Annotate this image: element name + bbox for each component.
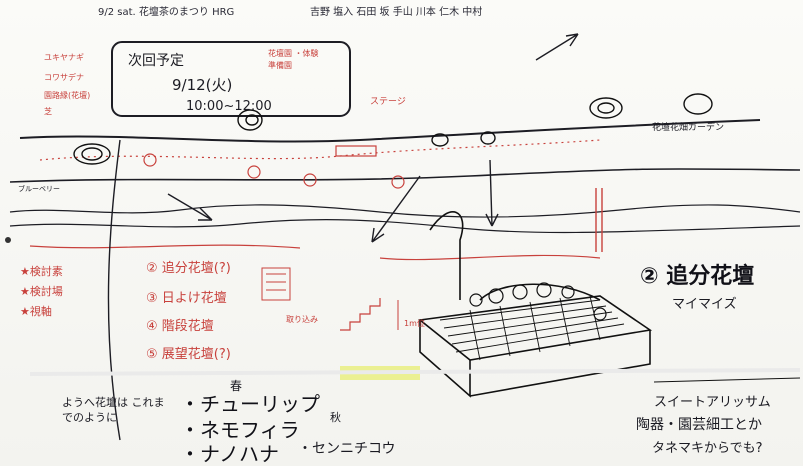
red-water-line xyxy=(29,244,301,249)
schedule-box xyxy=(111,41,351,117)
flower-item-2: ・ネモフィラ xyxy=(180,418,300,442)
plan-item-3: ③ 日よけ花壇 xyxy=(146,291,227,306)
left-margin-label: ブルーベリー xyxy=(18,185,60,193)
season-autumn: 秋 xyxy=(330,411,341,424)
margin-dot xyxy=(5,237,11,243)
water-line-2 xyxy=(9,219,801,234)
bench-shape xyxy=(335,145,377,157)
plant-scribbles xyxy=(73,93,713,165)
stairs-note: 取り込み xyxy=(286,315,318,324)
path-upper-line xyxy=(19,119,761,143)
red-water-line-2 xyxy=(379,254,601,261)
star-icon: ★ xyxy=(20,265,30,278)
bottom-right-line-3: タネマキからでも? xyxy=(652,441,763,456)
tree-sketch xyxy=(261,267,291,301)
bottom-right-line-2: 陶器・園芸細工とか xyxy=(636,417,762,433)
header-members: 吉野 塩入 石田 坂 手山 川本 仁木 中村 xyxy=(310,7,483,18)
height-note: 1m位 xyxy=(404,319,425,328)
schedule-title: 次回予定 xyxy=(128,53,184,69)
schedule-date: 9/12(火) xyxy=(172,76,233,94)
plan-item-5: ⑤ 展望花壇(?) xyxy=(146,347,231,362)
big-title-line-2: マイマイズ xyxy=(672,297,737,312)
red-circles xyxy=(143,153,405,189)
water-line-1 xyxy=(9,204,801,218)
right-area-label: 花壇花畑ガーデン xyxy=(652,123,725,133)
garden-note-2: 準備園 xyxy=(268,61,292,70)
header-date-line: 9/2 sat. 花壇茶のまつり HRG xyxy=(98,7,235,18)
red-pole xyxy=(595,188,603,252)
left-note-3: 園路縁(花壇) xyxy=(44,91,91,100)
planter-flowers xyxy=(469,282,607,321)
schedule-time: 10:00~12:00 xyxy=(186,99,272,114)
board-edge xyxy=(29,368,801,376)
season-spring: 春 xyxy=(230,379,243,393)
planter-hatching xyxy=(439,295,625,361)
stairs-sketch xyxy=(340,298,381,331)
red-dotted-path xyxy=(39,139,601,161)
star-icon: ★ xyxy=(20,285,30,298)
bottom-intro: ようへ花壇は これまでのように xyxy=(62,396,165,424)
left-note-1: ユキヤナギ xyxy=(44,53,84,62)
sketch-arrows xyxy=(107,33,579,441)
stage-label: ステージ xyxy=(370,97,406,107)
bottom-right-line-1: スイートアリッサム xyxy=(654,395,771,410)
flower-item-4: ・センニチコウ xyxy=(298,441,396,457)
path-lower-line xyxy=(9,168,801,183)
legend-item-3: ★視軸 xyxy=(20,305,52,318)
garden-note: 花壇園 ・体験 xyxy=(268,49,319,58)
plan-item-2: ② 追分花壇(?) xyxy=(146,261,231,276)
big-title-line-1: ② 追分花壇 xyxy=(640,264,755,289)
plan-item-4: ④ 階段花壇 xyxy=(146,319,214,334)
planter-box-sketch xyxy=(418,211,653,398)
legend-item-1: ★検討素 xyxy=(20,265,63,278)
star-icon: ★ xyxy=(20,305,30,318)
left-note-2: コワサデナ xyxy=(44,73,84,82)
underline-right xyxy=(653,377,801,383)
flower-item-3: ・ナノハナ xyxy=(180,442,279,466)
left-note-4: 芝 xyxy=(44,107,52,116)
flower-item-1: ・チューリップ xyxy=(180,392,320,416)
legend-item-2: ★検討場 xyxy=(20,285,63,298)
